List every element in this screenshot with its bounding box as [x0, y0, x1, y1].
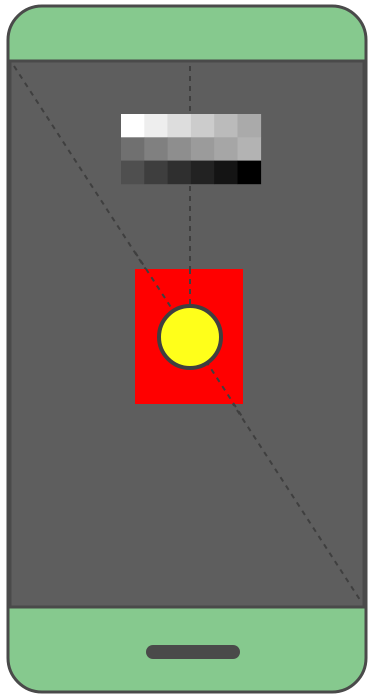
- swatch-cell: [144, 161, 168, 185]
- swatch-cell: [191, 161, 215, 185]
- swatch-cell: [238, 137, 262, 161]
- swatch-cell: [214, 137, 238, 161]
- swatch-cell: [121, 161, 145, 185]
- yellow-circle: [159, 306, 221, 368]
- swatch-cell: [191, 137, 215, 161]
- swatch-cell: [144, 114, 168, 138]
- swatch-cell: [214, 161, 238, 185]
- swatch-cell: [144, 137, 168, 161]
- home-button-icon[interactable]: [146, 645, 240, 659]
- swatch-cell: [168, 137, 192, 161]
- swatch-cell: [168, 114, 192, 138]
- swatch-cell: [121, 114, 145, 138]
- swatch-cell: [238, 161, 262, 185]
- swatch-cell: [214, 114, 238, 138]
- grayscale-swatch-grid: [121, 114, 261, 184]
- swatch-cell: [121, 137, 145, 161]
- swatch-cell: [168, 161, 192, 185]
- swatch-cell: [238, 114, 262, 138]
- swatch-cell: [191, 114, 215, 138]
